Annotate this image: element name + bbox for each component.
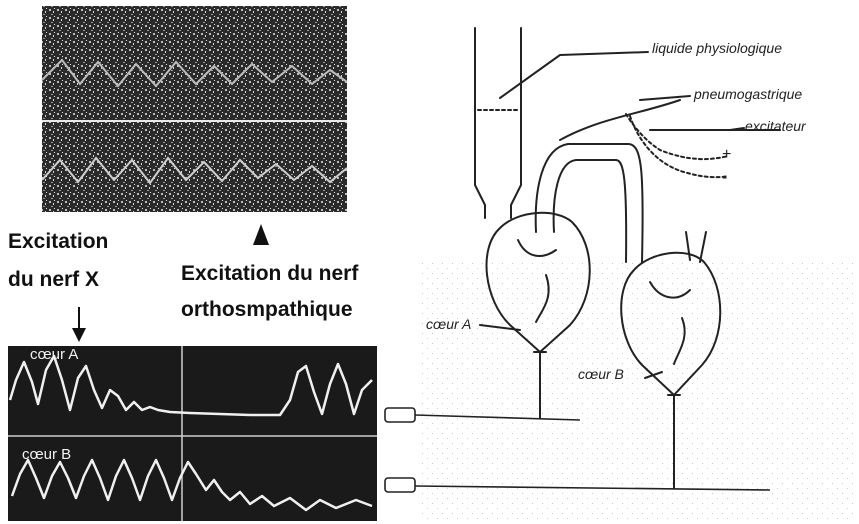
background-speckle xyxy=(420,260,855,520)
ortho-stimulus-marker xyxy=(253,224,269,245)
trace-label-heart-a: cœur A xyxy=(30,346,78,363)
trace-label-heart-b: cœur B xyxy=(22,446,71,463)
electrode-minus-sign: - xyxy=(722,169,727,186)
excitation-x-label-line1: Excitation xyxy=(8,230,108,254)
liquid-label: liquide physiologique xyxy=(652,40,782,56)
orthosympathetic-recording xyxy=(42,6,347,212)
heart-recordings-panel xyxy=(8,346,377,521)
electrode-plus-sign: + xyxy=(722,146,731,163)
excitation-ortho-label-line2: orthosmpathique xyxy=(181,298,353,322)
excitation-x-label-line2: du nerf X xyxy=(8,268,99,292)
vagus-stimulus-arrow xyxy=(72,307,86,342)
heart-a-label: cœur A xyxy=(426,316,471,332)
vagus-label: pneumogastrique xyxy=(694,86,802,102)
stimulator-label: excitateur xyxy=(745,118,806,134)
heart-b-label: cœur B xyxy=(578,366,624,382)
excitation-ortho-label-line1: Excitation du nerf xyxy=(181,262,358,286)
